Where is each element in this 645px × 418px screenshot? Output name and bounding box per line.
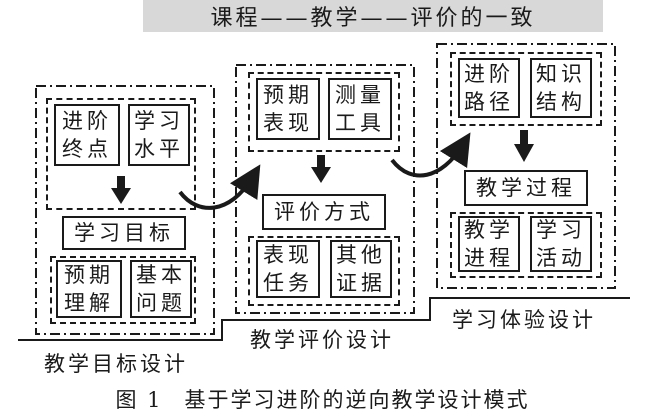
stepped-baseline xyxy=(18,297,630,341)
section-title-assessment: 教学评价设计 xyxy=(250,328,394,352)
figure-caption: 图 1 基于学习进阶的逆向教学设计模式 xyxy=(0,384,645,414)
box-basic-question: 基本问题 xyxy=(130,260,192,318)
box-teaching-progress: 教学进程 xyxy=(458,216,520,272)
goal-lower-pane xyxy=(50,256,196,324)
section-title-goal: 教学目标设计 xyxy=(44,352,188,376)
box-progression-endpoint: 进阶终点 xyxy=(54,104,120,166)
box-learning-activity: 学习活动 xyxy=(530,216,592,272)
box-progression-path: 进阶路径 xyxy=(458,58,520,118)
down-arrow-3 xyxy=(514,130,534,162)
assessment-upper-pane xyxy=(248,72,400,152)
box-assessment-method: 评价方式 xyxy=(262,194,386,230)
figure-number: 图 1 xyxy=(115,388,163,412)
box-other-evidence: 其他证据 xyxy=(330,240,392,298)
figure-caption-text: 基于学习进阶的逆向教学设计模式 xyxy=(184,388,530,412)
curved-arrow-assessment-to-experience xyxy=(390,132,471,178)
curved-arrow-goal-to-assessment xyxy=(178,164,261,210)
box-learning-level: 学习水平 xyxy=(128,104,190,166)
box-teaching-process: 教学过程 xyxy=(464,170,588,206)
down-arrow-2 xyxy=(311,155,331,183)
box-learning-goal: 学习目标 xyxy=(62,216,186,250)
box-expected-performance: 预期表现 xyxy=(256,78,320,140)
assessment-lower-pane xyxy=(248,236,400,306)
section-frame-goal xyxy=(35,85,215,335)
goal-upper-pane xyxy=(46,98,196,210)
section-frame-experience xyxy=(436,43,616,289)
experience-lower-pane xyxy=(450,212,602,278)
down-arrow-1 xyxy=(111,176,131,204)
box-knowledge-structure: 知识结构 xyxy=(530,58,592,118)
box-expected-understanding: 预期理解 xyxy=(56,260,122,318)
box-measurement-tool: 测量工具 xyxy=(328,78,392,140)
box-performance-task: 表现任务 xyxy=(256,240,320,298)
experience-upper-pane xyxy=(450,52,602,126)
title-banner: 课程——教学——评价的一致 xyxy=(143,0,603,32)
section-title-experience: 学习体验设计 xyxy=(452,308,596,332)
